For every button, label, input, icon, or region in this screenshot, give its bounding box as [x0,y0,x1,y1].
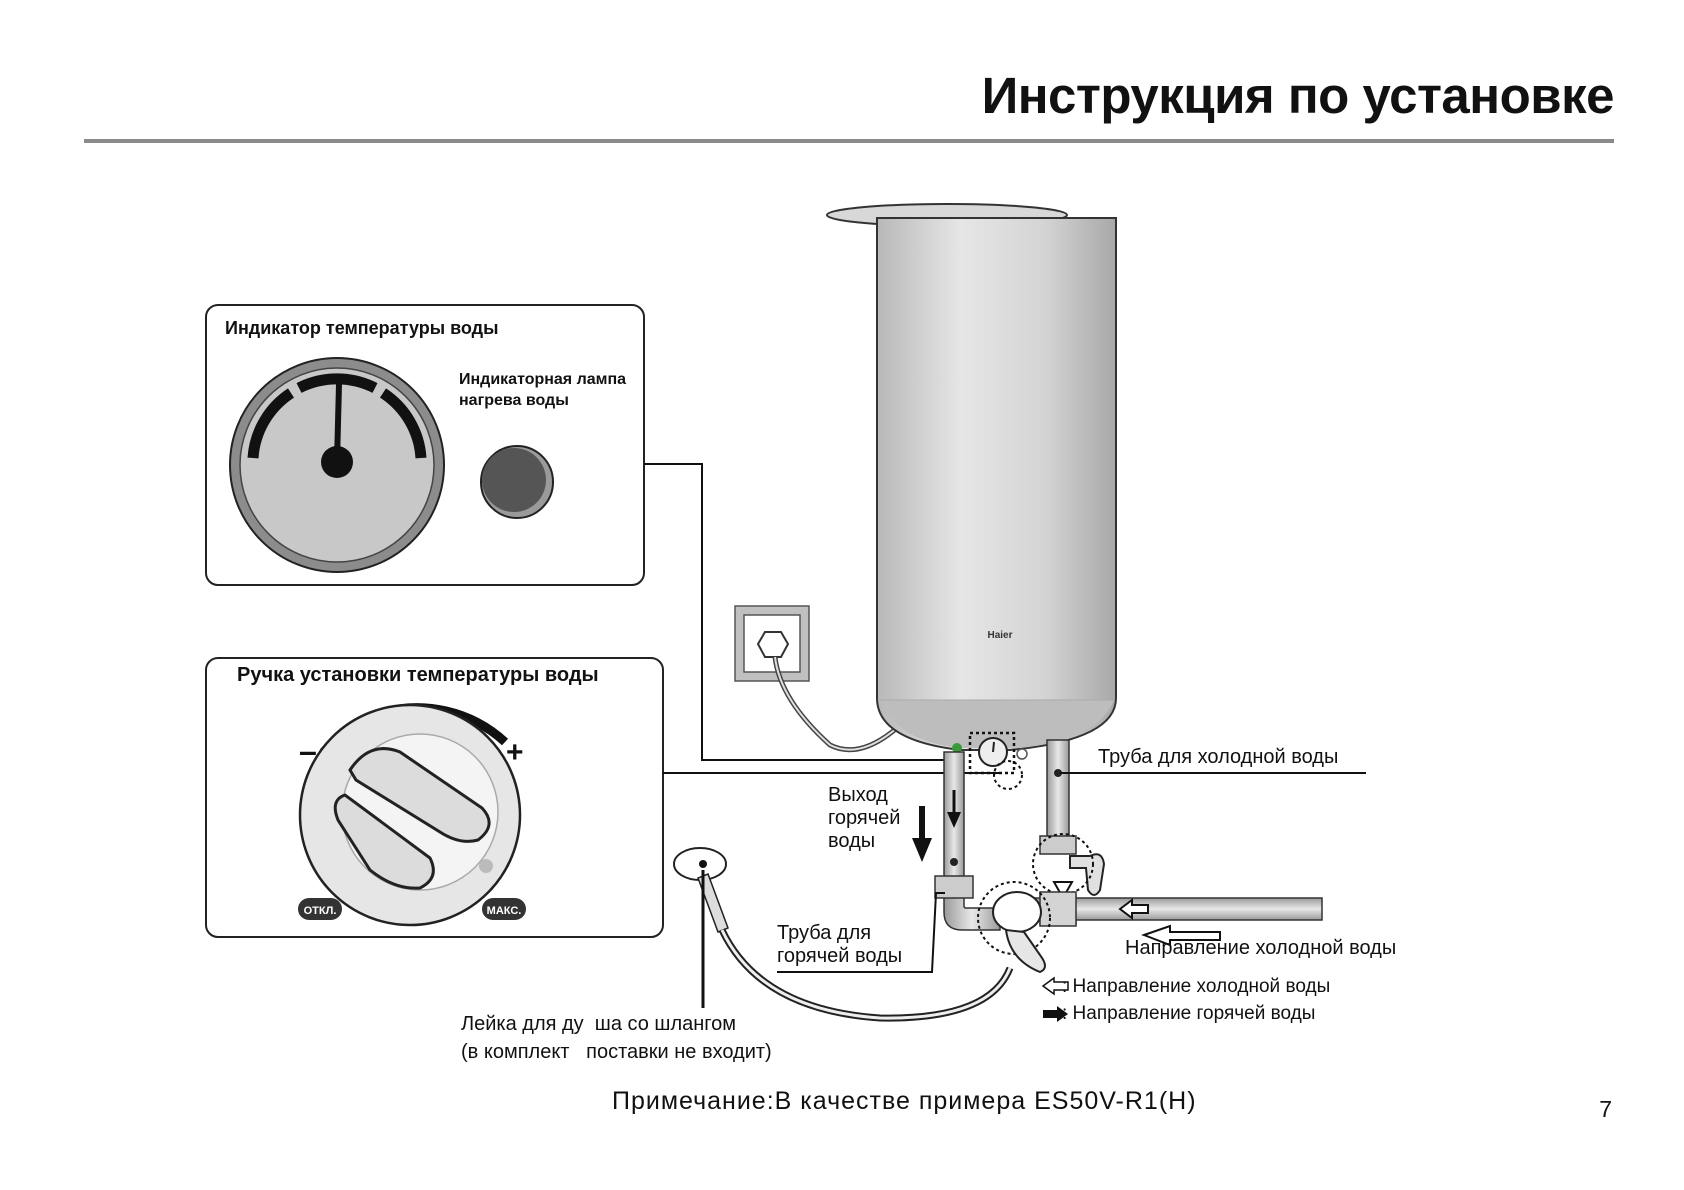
hot-outlet-label: Выход горячей воды [828,784,901,852]
hot-pipe-leader [777,892,945,973]
knob-minus-sign: – [299,733,317,769]
heating-lamp-label: Индикаторная лампа нагрева воды [459,371,627,409]
example-note: Примечание:В качестве примера ES50V-R1(H… [612,1087,1197,1115]
legend-hot-arrow-icon [1043,1006,1068,1022]
shower-label-line1: Лейка для ду ша со шлангом [461,1013,737,1035]
power-socket-icon [734,605,900,753]
shower-label: Лейка для ду ша со шлангом (в комплект п… [461,1010,772,1066]
indicator-box-title: Индикатор температуры воды [225,318,499,338]
legend-cold-text: : Направление холодной воды [1062,976,1331,997]
hot-pipe-label: Труба для горячей воды [777,922,903,967]
mixing-valve-icon [977,881,1051,974]
knob-plus-sign: + [506,736,524,769]
water-heater-tank [826,203,1117,790]
temperature-knob-icon [298,703,526,927]
knob-max-label: МАКС. [487,905,522,917]
shower-head-icon [673,847,1014,1022]
shower-label-line2: (в комплект поставки не входит) [461,1041,772,1063]
page-title: Инструкция по установке [981,67,1615,124]
legend-hot-text: : Направление горячей воды [1062,1003,1316,1024]
hot-outlet-arrow-icon [912,806,932,862]
page-number: 7 [1599,1096,1612,1122]
temperature-gauge-icon [229,357,445,573]
heating-lamp-icon [480,445,554,519]
cold-direction-label: Направление холодной воды [1125,937,1397,959]
knob-box-title: Ручка установки температуры воды [237,664,599,686]
indicator-leader-line [644,463,960,761]
legend-cold-arrow-icon [1041,976,1069,996]
heater-brand-logo: Haier [987,630,1012,641]
hot-water-pipe [934,751,1001,931]
title-divider [84,139,1614,143]
cold-direction-arrow-icon [1141,924,1221,947]
cold-pipe-label: Труба для холодной воды [1098,746,1339,768]
knob-off-label: ОТКЛ. [304,905,337,917]
